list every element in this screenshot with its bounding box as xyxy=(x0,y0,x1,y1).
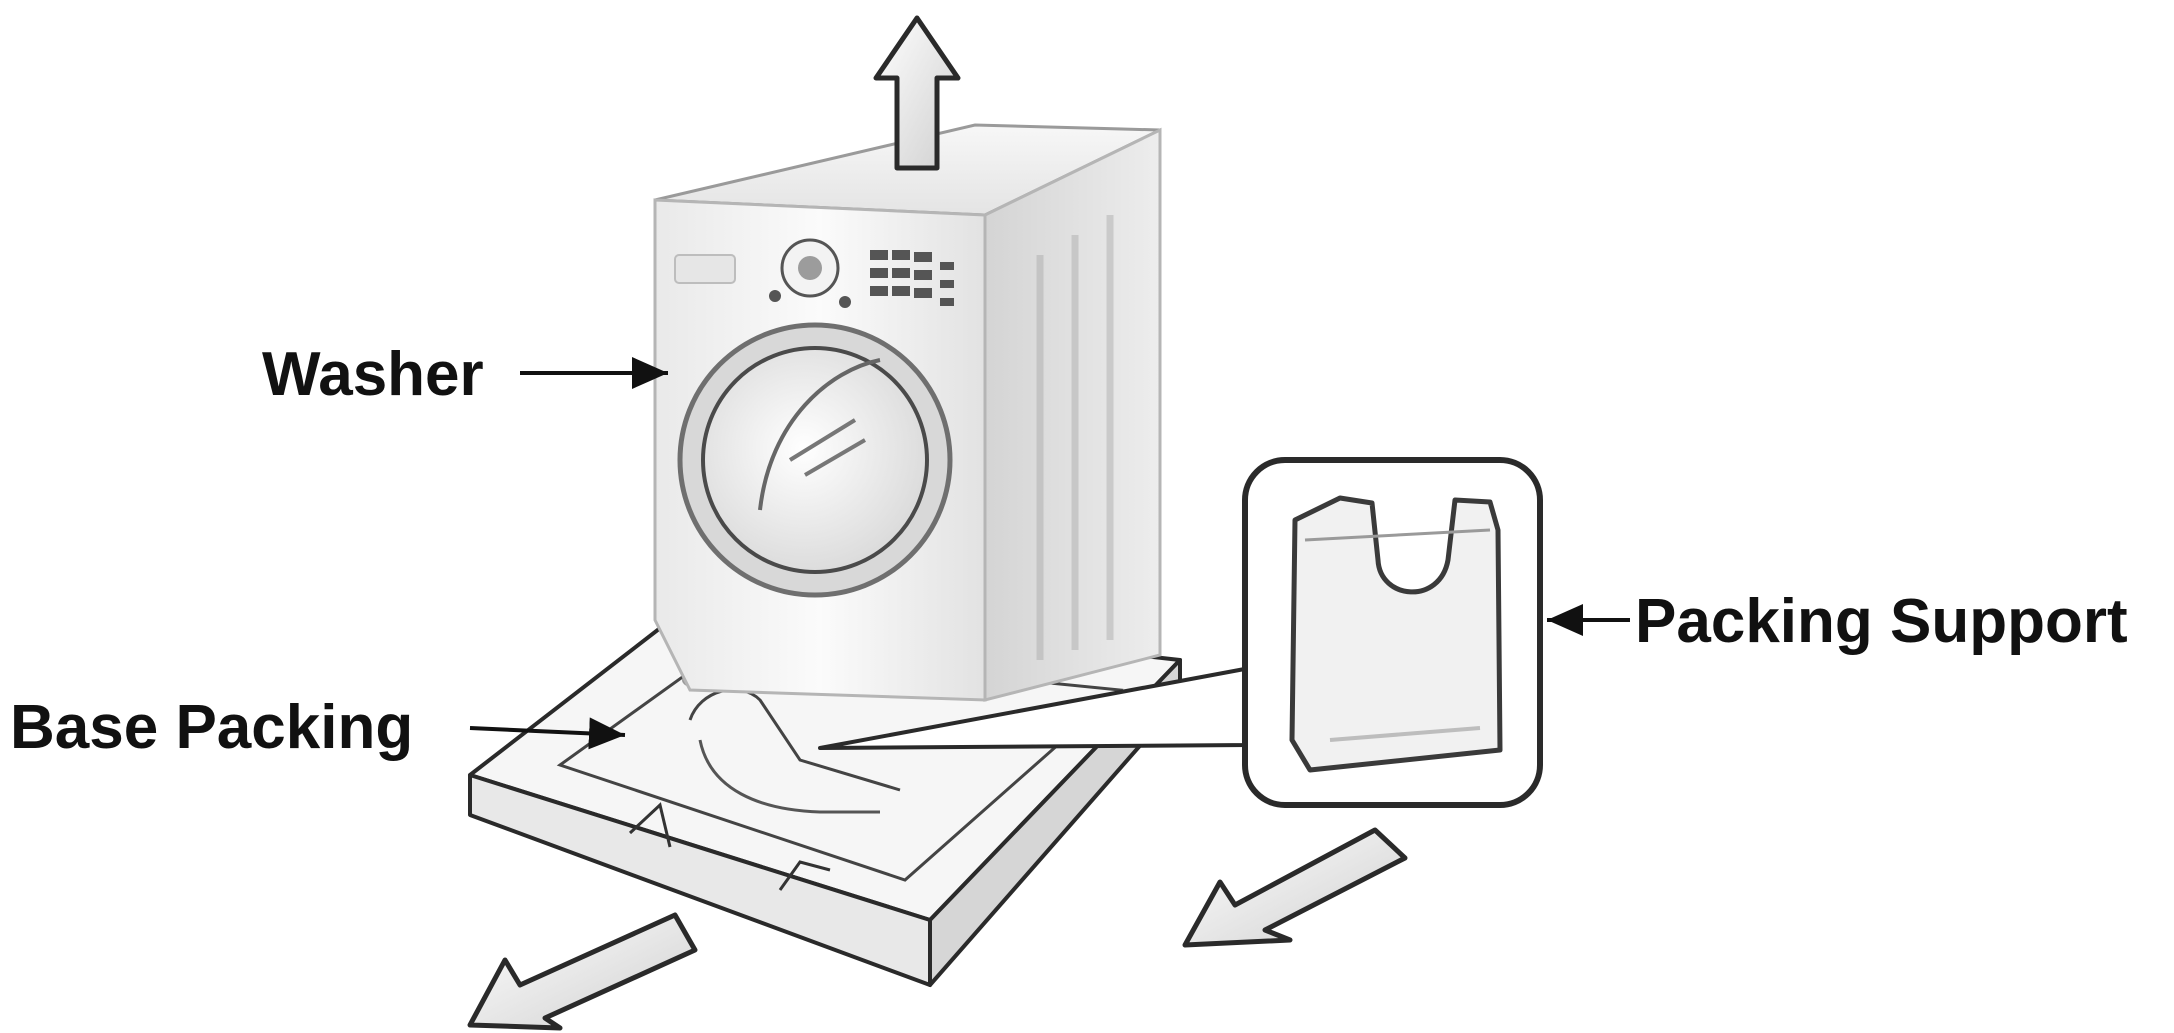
packing-support-label: Packing Support xyxy=(1635,587,2128,656)
pull-arrow-right xyxy=(1185,830,1405,945)
base-packing-label: Base Packing xyxy=(10,693,413,762)
pull-arrow-left xyxy=(470,915,695,1028)
washer xyxy=(655,125,1160,700)
washer-label: Washer xyxy=(262,340,484,409)
